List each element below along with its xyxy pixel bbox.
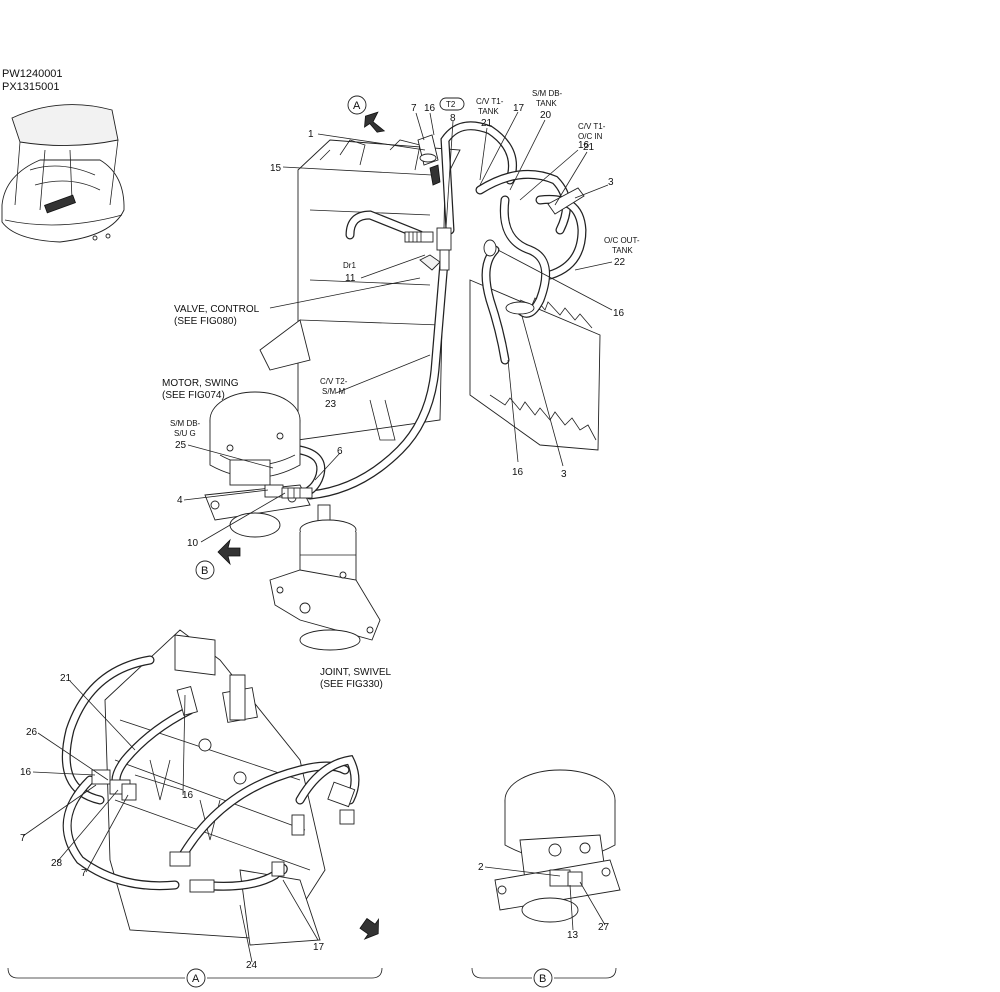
- port-label: TANK: [612, 246, 633, 255]
- svg-text:B: B: [201, 565, 208, 577]
- part-number: 16: [182, 790, 194, 801]
- swing-motor: [204, 391, 311, 538]
- part-number: 21: [481, 118, 493, 129]
- machine-thumbnail: [1, 104, 125, 243]
- callout-motor-swing-ref: (SEE FIG074): [162, 390, 225, 401]
- part-number: 13: [567, 930, 579, 941]
- view-arrow-b: [217, 538, 241, 566]
- port-label: O/C OUT-: [604, 236, 640, 245]
- fitting-4: [264, 484, 284, 498]
- part-number: 24: [246, 960, 258, 971]
- svg-text:A: A: [192, 973, 200, 985]
- part-number: 21: [60, 673, 72, 684]
- port-label: S/M M: [322, 387, 345, 396]
- callout-control-valve-ref: (SEE FIG080): [174, 316, 237, 327]
- part-number: 27: [598, 922, 610, 933]
- hose-21-cv-t1-tank: [440, 121, 517, 235]
- t2-port-marker: T2: [439, 97, 465, 111]
- detail-a-bracket: A: [7, 967, 383, 988]
- part-number: 16: [578, 140, 590, 151]
- clamp-16-right: [483, 239, 497, 257]
- port-label: S/M DB-: [532, 89, 563, 98]
- part-number: 17: [313, 942, 325, 953]
- callout-joint-swivel: JOINT, SWIVEL: [320, 667, 392, 678]
- hose-11-dr1: [345, 210, 425, 240]
- part-number: 16: [20, 767, 32, 778]
- svg-text:A: A: [353, 100, 361, 112]
- view-arrow-detail-a: [359, 917, 379, 940]
- figure-code-1: PW1240001: [2, 68, 63, 80]
- fitting-10: [281, 487, 313, 499]
- view-arrow-a: [364, 111, 386, 133]
- fitting-8-t2: [436, 227, 452, 271]
- hose-drain-loop: [481, 245, 510, 365]
- svg-text:B: B: [539, 973, 546, 985]
- hose-23-cv-t2-sm-m: [305, 245, 450, 500]
- hose-20-sm-db-tank: [475, 169, 571, 235]
- detail-b-swing-motor: [494, 769, 621, 923]
- part-number: 7: [411, 103, 417, 114]
- figure-code-2: PX1315001: [2, 81, 60, 93]
- callout-joint-swivel-ref: (SEE FIG330): [320, 679, 383, 690]
- part-number: 6: [337, 446, 343, 457]
- part-number: 28: [51, 858, 63, 869]
- callout-control-valve: VALVE, CONTROL: [174, 304, 260, 315]
- part-number: 3: [561, 469, 567, 480]
- port-label: O/C IN: [578, 132, 603, 141]
- part-number: 10: [187, 538, 199, 549]
- part-number: 21: [583, 142, 595, 153]
- port-label: C/V T1-: [476, 97, 504, 106]
- part-number: 15: [270, 163, 282, 174]
- port-label: TANK: [478, 107, 499, 116]
- view-marker-a-top: A: [347, 95, 367, 115]
- view-marker-b-top: B: [195, 560, 215, 580]
- leader-lines: [22, 111, 613, 963]
- port-label: Dr1: [343, 261, 356, 270]
- port-label: S/U G: [174, 429, 196, 438]
- fitting-11-dr1: [404, 231, 434, 243]
- clamp-3-upper: [547, 187, 585, 215]
- part-number: 7: [20, 833, 26, 844]
- detail-a-fittings: [91, 686, 356, 893]
- part-number: 20: [540, 110, 552, 121]
- detail-a-valve: [104, 629, 326, 946]
- part-number: 4: [177, 495, 183, 506]
- part-number: 17: [513, 103, 525, 114]
- port-label: C/V T2-: [320, 377, 348, 386]
- detail-b-bracket: B: [471, 967, 617, 988]
- part-number: 26: [26, 727, 38, 738]
- part-number: 16: [424, 103, 436, 114]
- part-number: 16: [512, 467, 524, 478]
- part-number: 11: [345, 273, 356, 284]
- port-label: S/M DB-: [170, 419, 201, 428]
- part-number: 22: [614, 257, 626, 268]
- part-number: 1: [308, 129, 314, 140]
- detail-a-hose-outer: [62, 775, 180, 891]
- detail-a-hose-17: [295, 755, 360, 805]
- svg-text:T2: T2: [446, 100, 456, 109]
- port-label: TANK: [536, 99, 557, 108]
- fitting-15: [429, 164, 441, 186]
- callout-motor-swing: MOTOR, SWING: [162, 378, 239, 389]
- fitting-7-elbow: [417, 134, 439, 166]
- part-number: 16: [613, 308, 625, 319]
- part-number: 25: [175, 440, 187, 451]
- swivel-joint: [269, 504, 381, 651]
- part-number: 3: [608, 177, 614, 188]
- clamp-3-lower: [505, 301, 535, 315]
- part-number: 2: [478, 862, 484, 873]
- part-number: 23: [325, 399, 337, 410]
- port-label: C/V T1-: [578, 122, 606, 131]
- part-number: 8: [450, 113, 456, 124]
- part-number: 7: [81, 868, 87, 879]
